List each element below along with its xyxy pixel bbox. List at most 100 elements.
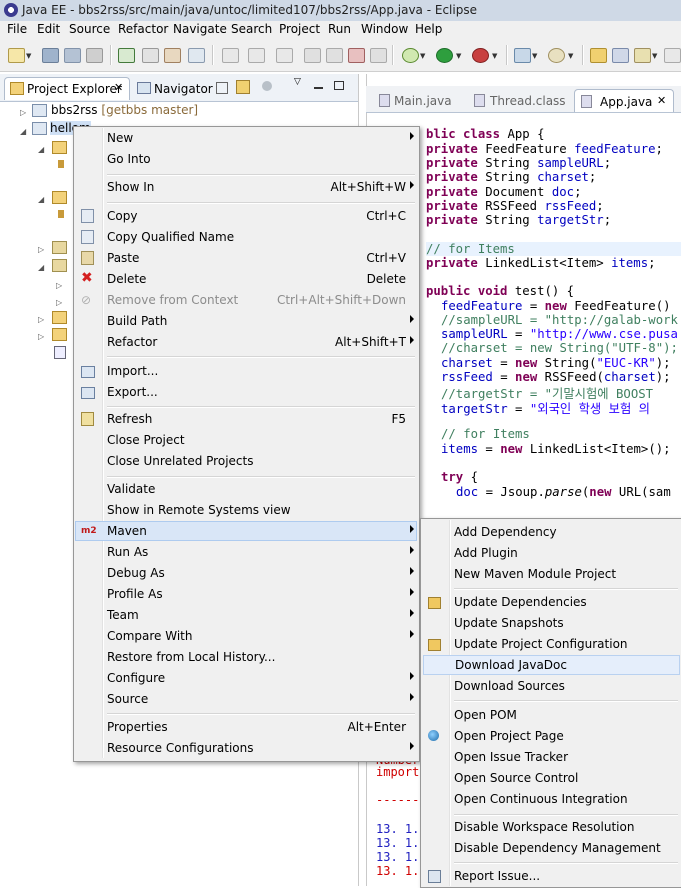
minimize-icon[interactable]: [314, 87, 323, 89]
debug-icon[interactable]: [402, 48, 419, 63]
menu-item-restore-from-local-history[interactable]: Restore from Local History...: [107, 650, 276, 664]
new-icon[interactable]: [8, 48, 25, 63]
menu-help[interactable]: Help: [415, 22, 443, 36]
step-icon[interactable]: [370, 48, 387, 63]
menu-source[interactable]: Source: [69, 22, 111, 36]
menu-item-resource-configurations[interactable]: Resource Configurations: [75, 738, 418, 758]
new-class-icon[interactable]: [548, 48, 565, 63]
menu-item-remove-from-context[interactable]: ⊘ Remove from Context Ctrl+Alt+Shift+Dow…: [81, 293, 406, 307]
focus-icon[interactable]: [262, 81, 272, 91]
forward-icon[interactable]: [248, 48, 265, 63]
maximize-icon[interactable]: [334, 81, 344, 90]
menu-item-compare-with[interactable]: Compare With: [75, 626, 418, 646]
close-icon[interactable]: ✕: [114, 81, 124, 94]
toolbar-more-icon[interactable]: [664, 48, 681, 63]
expand-arrow-icon[interactable]: ▷: [20, 108, 27, 117]
tab-navigator[interactable]: Navigator: [134, 77, 214, 99]
new-server-dropdown-icon[interactable]: ▼: [532, 52, 538, 60]
collapse-arrow-icon[interactable]: ◢: [38, 263, 45, 272]
maven-disable-dependency-management[interactable]: Disable Dependency Management: [454, 841, 661, 855]
toggle-breadcrumb-icon[interactable]: [118, 48, 135, 63]
maven-update-snapshots[interactable]: Update Snapshots: [454, 616, 564, 630]
maven-add-plugin[interactable]: Add Plugin: [454, 546, 518, 560]
open-type-icon[interactable]: [590, 48, 607, 63]
menu-project[interactable]: Project: [279, 22, 321, 36]
save-icon[interactable]: [42, 48, 59, 63]
maven-open-project-page[interactable]: Open Project Page: [422, 726, 681, 746]
menu-item-configure[interactable]: Configure: [75, 668, 418, 688]
menu-item-maven[interactable]: m2 Maven: [75, 521, 417, 541]
menu-refactor[interactable]: Refactor: [118, 22, 169, 36]
expand-arrow-icon[interactable]: ▷: [56, 281, 63, 290]
redo-icon[interactable]: [276, 48, 293, 63]
maven-update-dependencies[interactable]: Update Dependencies: [422, 592, 681, 612]
collapse-arrow-icon[interactable]: ◢: [38, 145, 45, 154]
maven-new-module-project[interactable]: New Maven Module Project: [454, 567, 617, 581]
tab-thread-class[interactable]: Thread.class: [470, 89, 566, 111]
menu-run[interactable]: Run: [328, 22, 352, 36]
menu-item-validate[interactable]: Validate: [107, 482, 156, 496]
menu-file[interactable]: File: [7, 22, 28, 36]
debug-dropdown-icon[interactable]: ▼: [420, 52, 426, 60]
maven-open-source-control[interactable]: Open Source Control: [454, 771, 579, 785]
link-with-editor-icon[interactable]: [236, 80, 250, 94]
run-icon[interactable]: [436, 48, 453, 63]
skip-icon[interactable]: [304, 48, 321, 63]
menu-search[interactable]: Search: [231, 22, 273, 36]
menu-item-export[interactable]: Export...: [75, 382, 418, 402]
toggle-mark-icon[interactable]: [142, 48, 159, 63]
open-perspective-icon[interactable]: [634, 48, 651, 63]
menu-item-import[interactable]: Import...: [75, 361, 418, 381]
tab-app-java[interactable]: App.java ✕: [574, 89, 674, 112]
menu-item-show-in[interactable]: Show In Alt+Shift+W: [75, 177, 418, 197]
maven-open-continuous-integration[interactable]: Open Continuous Integration: [454, 792, 628, 806]
menu-item-copy[interactable]: Copy Ctrl+C: [75, 206, 418, 226]
expand-arrow-icon[interactable]: ▷: [38, 245, 45, 254]
expand-arrow-icon[interactable]: ▷: [38, 315, 45, 324]
menu-item-profile-as[interactable]: Profile As: [75, 584, 418, 604]
run-dropdown-icon[interactable]: ▼: [456, 52, 462, 60]
collapse-all-icon[interactable]: [216, 82, 228, 94]
menu-item-new[interactable]: New: [75, 128, 418, 148]
external-tools-dropdown-icon[interactable]: ▼: [492, 52, 498, 60]
maven-open-issue-tracker[interactable]: Open Issue Tracker: [454, 750, 568, 764]
new-dropdown-icon[interactable]: ▼: [26, 52, 32, 60]
maven-open-pom[interactable]: Open POM: [454, 708, 517, 722]
new-server-icon[interactable]: [514, 48, 531, 63]
menu-item-go-into[interactable]: Go Into: [107, 152, 151, 166]
expand-arrow-icon[interactable]: ▷: [56, 298, 63, 307]
menu-item-paste[interactable]: Paste Ctrl+V: [75, 248, 418, 268]
print-icon[interactable]: [86, 48, 103, 63]
close-icon[interactable]: ✕: [657, 94, 667, 107]
maven-report-issue[interactable]: Report Issue...: [422, 866, 681, 886]
tab-main-java[interactable]: Main.java: [374, 89, 466, 111]
view-menu-icon[interactable]: ▽: [294, 77, 301, 87]
new-class-dropdown-icon[interactable]: ▼: [568, 52, 574, 60]
menu-item-copy-qualified-name[interactable]: Copy Qualified Name: [75, 227, 418, 247]
annotation-icon[interactable]: [188, 48, 205, 63]
menu-item-close-project[interactable]: Close Project: [107, 433, 185, 447]
menu-item-debug-as[interactable]: Debug As: [75, 563, 418, 583]
tree-item-bbs2rss[interactable]: bbs2rss [getbbs master]: [51, 103, 198, 117]
menu-item-refresh[interactable]: Refresh F5: [75, 409, 418, 429]
tab-project-explorer[interactable]: Project Explorer ✕: [4, 77, 130, 100]
format-icon[interactable]: [164, 48, 181, 63]
external-tools-icon[interactable]: [472, 48, 489, 63]
maven-download-javadoc[interactable]: Download JavaDoc: [423, 655, 680, 675]
expand-arrow-icon[interactable]: ▷: [38, 332, 45, 341]
menu-item-source[interactable]: Source: [75, 689, 418, 709]
menu-navigate[interactable]: Navigate: [173, 22, 227, 36]
menu-item-run-as[interactable]: Run As: [75, 542, 418, 562]
menu-item-properties[interactable]: Properties Alt+Enter: [107, 720, 406, 734]
suspend-icon[interactable]: [326, 48, 343, 63]
terminate-icon[interactable]: [348, 48, 365, 63]
maven-download-sources[interactable]: Download Sources: [454, 679, 565, 693]
menu-edit[interactable]: Edit: [37, 22, 61, 36]
back-icon[interactable]: [222, 48, 239, 63]
maven-update-project-configuration[interactable]: Update Project Configuration: [422, 634, 681, 654]
perspective-dropdown-icon[interactable]: ▼: [652, 52, 658, 60]
search-icon[interactable]: [612, 48, 629, 63]
maven-disable-workspace-resolution[interactable]: Disable Workspace Resolution: [454, 820, 635, 834]
save-all-icon[interactable]: [64, 48, 81, 63]
menu-item-build-path[interactable]: Build Path: [75, 311, 418, 331]
